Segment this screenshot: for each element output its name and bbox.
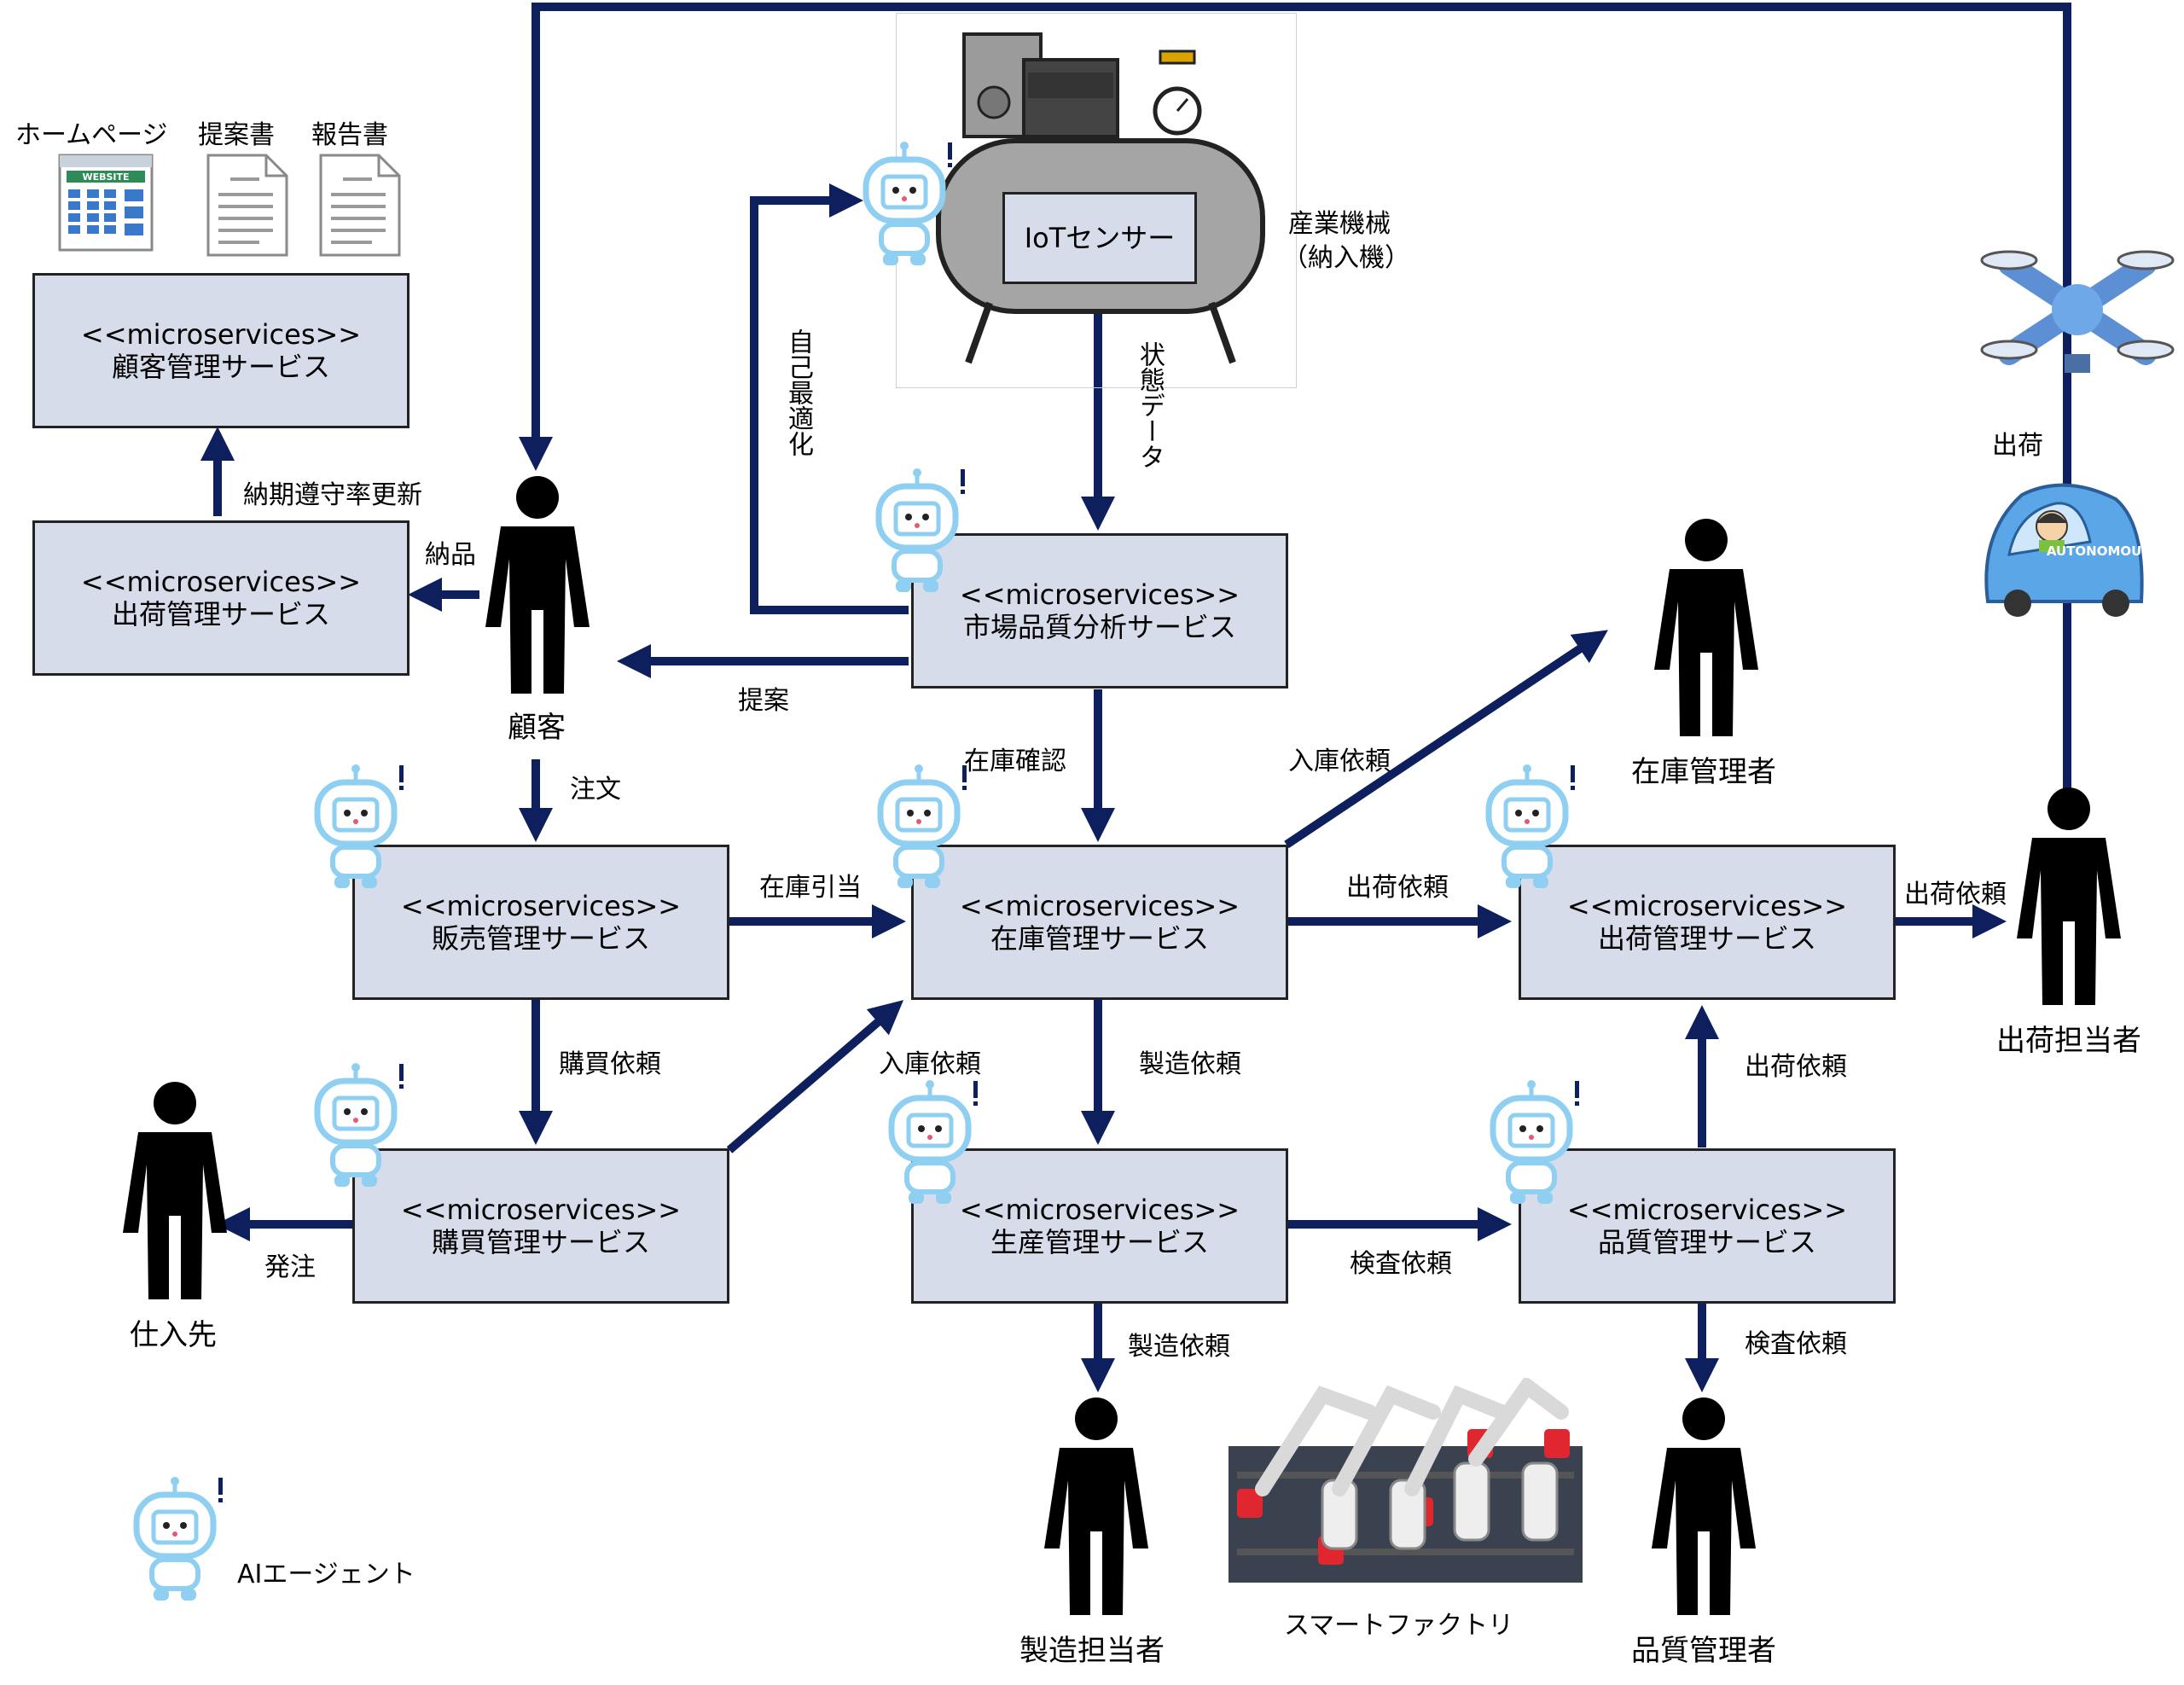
website-icon: WEBSITE <box>58 154 154 252</box>
arrow-self-optimize <box>750 183 909 614</box>
ai-agent-icon-market <box>875 468 965 592</box>
arrow-feedback-loop <box>519 3 2071 815</box>
shipping-person-icon <box>2017 787 2121 1005</box>
iot-sensor-box: IoTセンサー <box>1002 192 1197 284</box>
proposal-caption: 提案書 <box>198 120 275 150</box>
manufacturing-person-caption: 製造担当者 <box>1019 1634 1165 1668</box>
homepage-caption: ホームページ <box>15 120 168 150</box>
drone-icon <box>1980 250 2175 373</box>
ai-agent-icon-inventory <box>877 764 967 888</box>
label-manufacture: 製造依頼 <box>1139 1049 1241 1079</box>
ai-agent-icon-production <box>888 1080 978 1204</box>
stereotype: <<microservices>> <box>80 566 362 598</box>
proposal-document-icon <box>206 154 288 257</box>
quality-manager-caption: 品質管理者 <box>1631 1634 1776 1668</box>
label-shipping-mid: 出荷依頼 <box>1346 873 1449 903</box>
label-stock-allocate: 在庫引当 <box>759 873 862 903</box>
stereotype: <<microservices>> <box>400 1194 682 1226</box>
label-delivery-rate: 納期遵守率更新 <box>243 480 422 510</box>
ai-agent-legend-label: AIエージェント <box>237 1560 415 1589</box>
service-name: 顧客管理サービス <box>111 351 330 383</box>
service-name: 市場品質分析サービス <box>962 611 1236 643</box>
stereotype: <<microservices>> <box>959 578 1240 611</box>
service-name: 販売管理サービス <box>431 922 650 955</box>
ai-agent-legend-icon <box>133 1477 223 1601</box>
label-self-optimize: 自己最適化 <box>783 328 813 456</box>
quality-manager-person-icon <box>1652 1397 1756 1615</box>
machine-caption-line1: 産業機械 <box>1288 209 1391 239</box>
label-proposal: 提案 <box>738 686 789 716</box>
report-caption: 報告書 <box>311 120 388 150</box>
supplier-caption: 仕入先 <box>130 1318 217 1352</box>
label-inspection-low: 検査依頼 <box>1745 1329 1847 1359</box>
inventory-manager-caption: 在庫管理者 <box>1631 755 1776 789</box>
smart-factory-caption: スマートファクトリ <box>1284 1611 1514 1641</box>
service-name: 生産管理サービス <box>990 1226 1209 1258</box>
stereotype: <<microservices>> <box>400 890 682 922</box>
car-badge-text: AUTONOMOUS <box>2047 543 2150 559</box>
label-receiving-top: 入庫依頼 <box>1288 747 1391 776</box>
production-service: <<microservices>> 生産管理サービス <box>911 1148 1288 1304</box>
label-delivery: 納品 <box>425 540 476 570</box>
service-name: 購買管理サービス <box>431 1226 650 1258</box>
arrow-receiving-top <box>1284 630 1608 849</box>
service-name: 出荷管理サービス <box>1597 922 1816 955</box>
inventory-manager-person-icon <box>1654 519 1758 736</box>
sales-service: <<microservices>> 販売管理サービス <box>352 845 729 1000</box>
shipping-mgmt-service-right: <<microservices>> 出荷管理サービス <box>1519 845 1896 1000</box>
ai-agent-icon-shipping <box>1485 764 1575 888</box>
stereotype: <<microservices>> <box>1566 890 1848 922</box>
supplier-person-icon <box>123 1082 227 1299</box>
arrow-receiving-low <box>726 1000 904 1153</box>
stereotype: <<microservices>> <box>1566 1194 1848 1226</box>
customer-caption: 顧客 <box>508 711 566 745</box>
service-name: 出荷管理サービス <box>111 598 330 630</box>
stereotype: <<microservices>> <box>959 1194 1240 1226</box>
label-stock-check: 在庫確認 <box>964 747 1066 776</box>
label-receiving-low: 入庫依頼 <box>879 1049 981 1079</box>
ai-agent-icon-purchasing <box>314 1063 404 1187</box>
market-quality-service: <<microservices>> 市場品質分析サービス <box>911 533 1288 689</box>
label-manufacture-low: 製造依頼 <box>1128 1332 1230 1362</box>
autonomous-car-icon: AUTONOMOUS <box>1984 483 2150 617</box>
label-shipping-up: 出荷依頼 <box>1745 1052 1847 1082</box>
iot-sensor-label: IoTセンサー <box>1024 222 1176 254</box>
service-name: 品質管理サービス <box>1597 1226 1816 1258</box>
report-document-icon <box>319 154 401 257</box>
quality-service: <<microservices>> 品質管理サービス <box>1519 1148 1896 1304</box>
website-badge-text: WEBSITE <box>82 171 129 183</box>
label-shipping-right: 出荷依頼 <box>1904 880 2007 909</box>
customer-person-icon <box>485 476 590 694</box>
stereotype: <<microservices>> <box>80 318 362 351</box>
label-purchase-order: 発注 <box>264 1252 316 1282</box>
shipping-mgmt-service-left: <<microservices>> 出荷管理サービス <box>32 520 410 676</box>
shipping-person-caption: 出荷担当者 <box>1996 1024 2141 1058</box>
ai-agent-icon-quality <box>1490 1080 1579 1204</box>
stereotype: <<microservices>> <box>959 890 1240 922</box>
machine-caption-line2: （納入機） <box>1282 243 1410 273</box>
label-order: 注文 <box>570 775 621 805</box>
shipping-vehicle-caption: 出荷 <box>1992 431 2043 461</box>
purchasing-service: <<microservices>> 購買管理サービス <box>352 1148 729 1304</box>
manufacturing-person-icon <box>1044 1397 1148 1615</box>
label-status-data: 状態データ <box>1135 341 1165 469</box>
ai-agent-icon-sales <box>314 764 404 888</box>
label-inspection: 検査依頼 <box>1350 1249 1452 1279</box>
inventory-service: <<microservices>> 在庫管理サービス <box>911 845 1288 1000</box>
ai-agent-icon-machine <box>863 142 952 265</box>
label-purchase-request: 購買依頼 <box>559 1049 661 1079</box>
smart-factory-illustration <box>1228 1378 1583 1583</box>
customer-mgmt-service: <<microservices>> 顧客管理サービス <box>32 273 410 428</box>
service-name: 在庫管理サービス <box>990 922 1209 955</box>
